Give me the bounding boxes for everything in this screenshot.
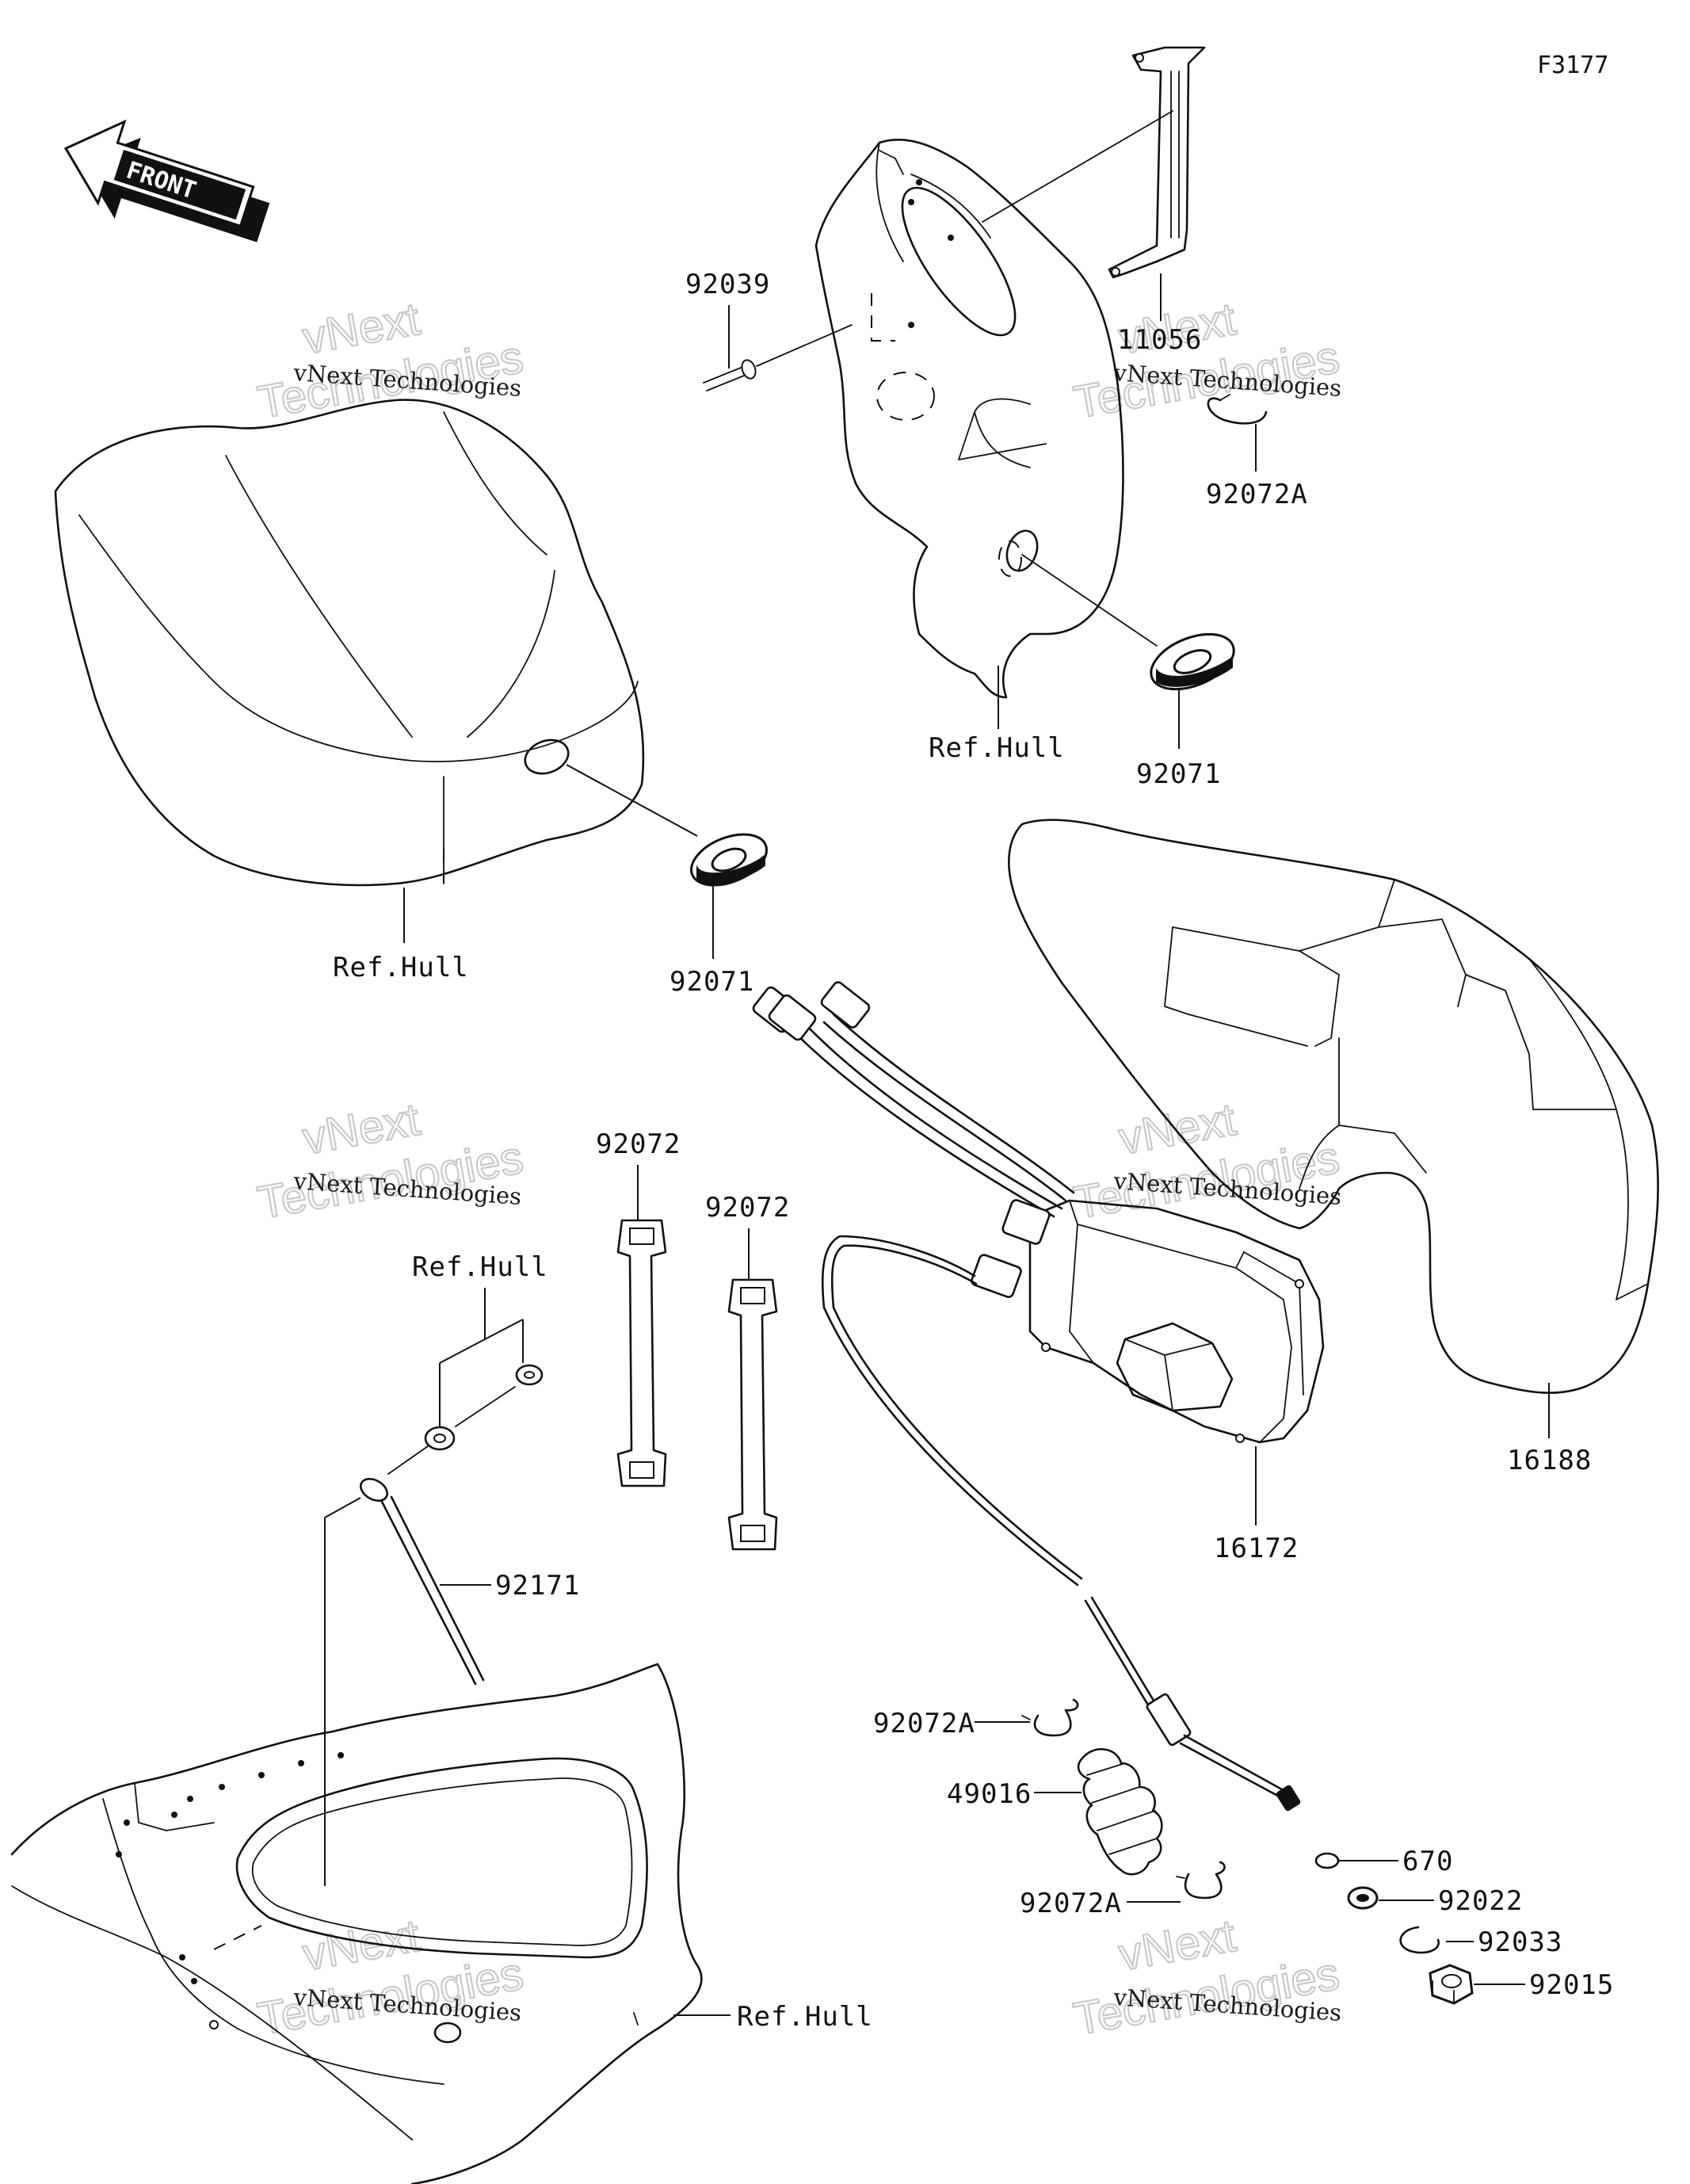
strap-92072-a bbox=[616, 1219, 667, 1487]
o-ring-670 bbox=[1314, 1852, 1340, 1869]
storage-bin-16188 bbox=[1008, 819, 1659, 1394]
label-ref-hull-top: Ref.Hull bbox=[929, 732, 1065, 764]
washer-92022 bbox=[1347, 1886, 1379, 1910]
pin-92039 bbox=[703, 324, 853, 391]
rod-92171 bbox=[359, 1477, 485, 1686]
hull-top-center-drawing bbox=[814, 138, 1158, 699]
control-unit-16172 bbox=[1028, 1199, 1325, 1444]
label-11056: 11056 bbox=[1117, 324, 1202, 356]
control-cable bbox=[821, 1235, 1301, 1812]
label-92171: 92171 bbox=[495, 1570, 580, 1602]
label-92033: 92033 bbox=[1478, 1926, 1562, 1958]
label-92071-left: 92071 bbox=[670, 966, 754, 998]
snap-ring-92033 bbox=[1399, 1926, 1440, 1954]
label-16172: 16172 bbox=[1214, 1533, 1299, 1564]
clamp-92072A-mid bbox=[1021, 1698, 1079, 1737]
label-92015: 92015 bbox=[1529, 1969, 1614, 2001]
label-92072A-top: 92072A bbox=[1206, 479, 1308, 510]
label-ref-hull-bottom: Ref.Hull bbox=[737, 2001, 873, 2033]
wiring-harness bbox=[752, 981, 1075, 1298]
label-16188: 16188 bbox=[1507, 1445, 1592, 1476]
label-92072-b: 92072 bbox=[705, 1192, 790, 1224]
front-arrow-icon: FRONT bbox=[63, 119, 270, 242]
label-670: 670 bbox=[1402, 1846, 1453, 1877]
clamp-92072A-low bbox=[1176, 1861, 1226, 1900]
bracket-11056 bbox=[982, 46, 1206, 279]
label-49016: 49016 bbox=[947, 1778, 1032, 1810]
label-ref-hull-left: Ref.Hull bbox=[333, 952, 469, 983]
boot-49016 bbox=[1077, 1747, 1163, 1876]
label-92072A-low: 92072A bbox=[1020, 1888, 1122, 1919]
label-92071-top: 92071 bbox=[1136, 758, 1221, 790]
label-92072-a: 92072 bbox=[596, 1128, 681, 1160]
strap-92072-b bbox=[727, 1278, 778, 1551]
hull-bottom-drawing bbox=[10, 1663, 703, 2184]
clamp-92072A-top bbox=[1207, 394, 1268, 425]
label-92072A-mid: 92072A bbox=[873, 1708, 975, 1739]
watermark-layer: vNext Technologies vNext Technologies vN… bbox=[253, 292, 1344, 2046]
grommet-92071-left bbox=[689, 833, 769, 887]
nut-92015 bbox=[1429, 1964, 1474, 2005]
nut-small bbox=[515, 1364, 544, 1386]
label-ref-hull-mid: Ref.Hull bbox=[412, 1251, 548, 1283]
figure-number: F3177 bbox=[1537, 52, 1608, 79]
washer-small bbox=[424, 1426, 456, 1451]
label-92039: 92039 bbox=[685, 269, 770, 300]
grommet-92071-top bbox=[1150, 632, 1235, 691]
label-92022: 92022 bbox=[1438, 1885, 1523, 1917]
hull-top-left-drawing bbox=[54, 399, 698, 887]
